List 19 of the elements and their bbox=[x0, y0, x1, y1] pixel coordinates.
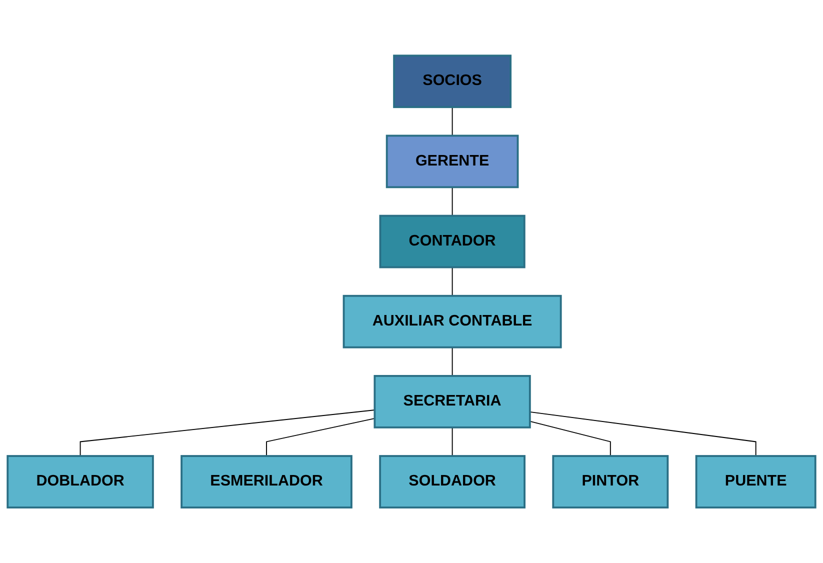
node-box: SOLDADOR bbox=[379, 455, 526, 508]
node-box: PUENTE bbox=[695, 455, 816, 508]
node-box: GERENTE bbox=[386, 134, 519, 188]
connector bbox=[452, 106, 453, 136]
connector bbox=[80, 410, 376, 456]
connector bbox=[452, 346, 453, 376]
connector bbox=[266, 418, 376, 456]
node-box: SOCIOS bbox=[393, 54, 512, 108]
node-box: DOBLADOR bbox=[6, 455, 154, 508]
node-box: SECRETARIA bbox=[374, 374, 531, 428]
node-box: CONTADOR bbox=[379, 214, 526, 268]
node-box: ESMERILADOR bbox=[180, 455, 352, 508]
connector bbox=[529, 420, 611, 456]
node-box: PINTOR bbox=[552, 455, 669, 508]
connector bbox=[452, 266, 453, 296]
connector bbox=[452, 426, 453, 456]
node-box: AUXILIAR CONTABLE bbox=[342, 294, 562, 348]
connector bbox=[529, 411, 756, 456]
connector bbox=[452, 186, 453, 216]
